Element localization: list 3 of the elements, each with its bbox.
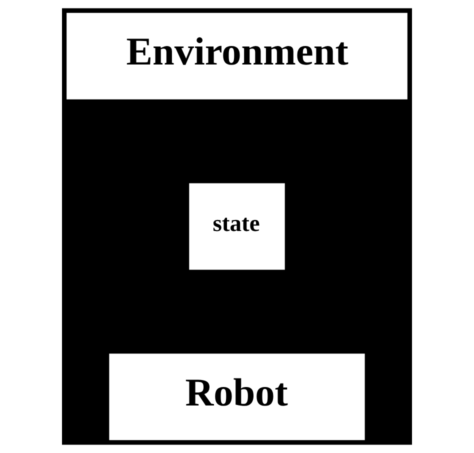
node-box: Environment [66,12,408,100]
node-box: state [189,183,285,270]
node-box: Robot [109,354,365,440]
